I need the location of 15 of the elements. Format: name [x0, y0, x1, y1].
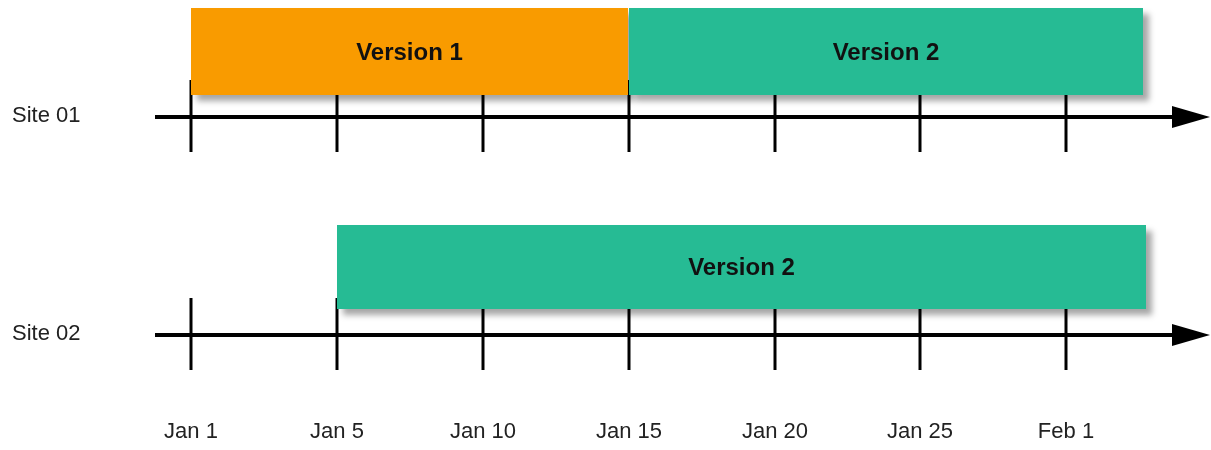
- version-bar: [191, 8, 628, 95]
- version-label: Version 2: [688, 253, 795, 281]
- site-label: Site 01: [12, 102, 81, 128]
- date-label: Feb 1: [1037, 418, 1095, 444]
- version-bar: [337, 225, 1146, 309]
- version-label: Version 2: [832, 37, 940, 66]
- date-label: Jan 20: [741, 418, 809, 444]
- date-label: Jan 1: [164, 418, 218, 444]
- version-bar: [629, 8, 1143, 95]
- date-label: Jan 5: [310, 418, 364, 444]
- date-label: Jan 25: [886, 418, 954, 444]
- version-label: Version 1: [356, 37, 463, 66]
- site-label: Site 02: [12, 320, 81, 346]
- date-label: Jan 10: [449, 418, 517, 444]
- date-label: Jan 15: [595, 418, 663, 444]
